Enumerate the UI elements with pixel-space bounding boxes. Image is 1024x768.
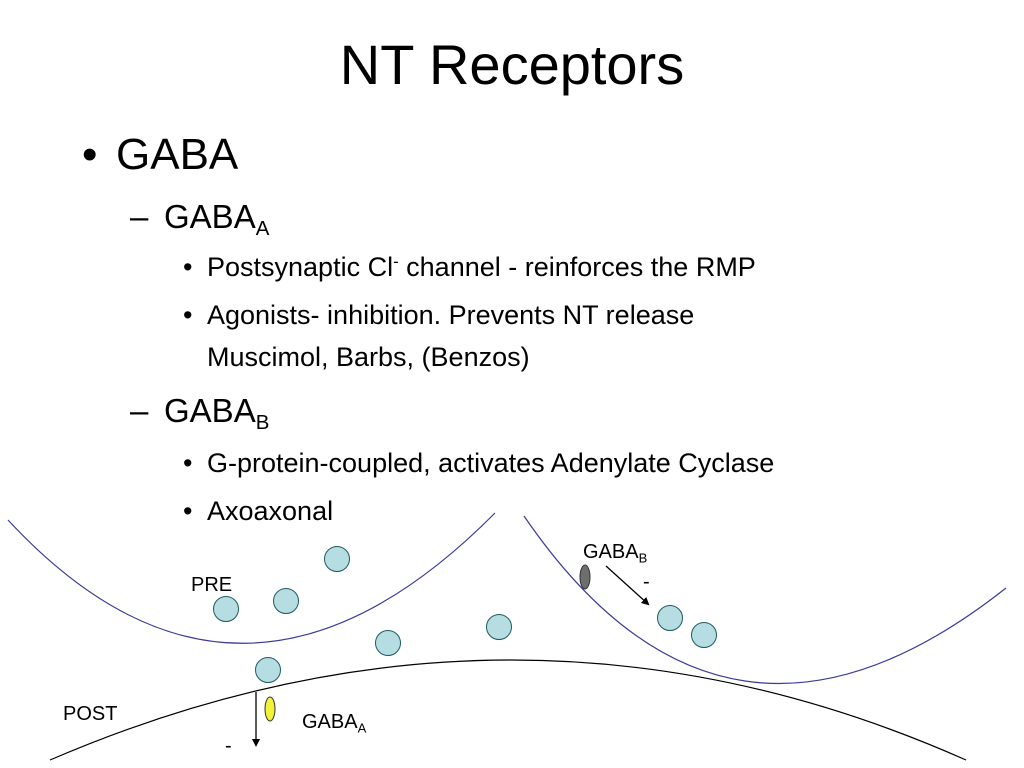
bullet-axoaxonal: • Axoaxonal	[183, 494, 333, 528]
gaba-a-diagram-subscript: A	[357, 720, 367, 736]
subheading-gaba-a: –GABAA	[130, 196, 270, 241]
bullet-g-protein: • G-protein-coupled, activates Adenylate …	[183, 446, 774, 480]
chloride-charge: -	[393, 251, 399, 271]
slide-title: NT Receptors	[339, 33, 685, 96]
presynaptic-membrane-left	[7, 512, 496, 644]
postsynaptic-text-post: channel - reinforces the RMP	[398, 252, 756, 282]
dash-marker: –	[130, 392, 149, 429]
subheading-gaba-b: –GABAB	[130, 390, 270, 435]
bullet-marker: •	[183, 300, 193, 330]
gaba-b-arrow	[605, 565, 650, 606]
axoaxonal-text: Axoaxonal	[207, 496, 334, 526]
gaba-b-diagram-label: GABAB	[583, 540, 648, 566]
bullet-gaba: • GABA	[82, 128, 238, 182]
vesicle	[255, 657, 281, 683]
post-label: POST	[63, 703, 118, 725]
dash-marker: –	[130, 198, 149, 235]
presynaptic-membrane-right	[523, 515, 1007, 685]
bullet-marker: •	[82, 130, 98, 179]
gaba-b-subscript: B	[255, 411, 270, 435]
gaba-a-diagram-text: GABA	[302, 711, 358, 733]
agonists-text-line2: Muscimol, Barbs, (Benzos)	[207, 342, 530, 372]
gaba-a-subscript: A	[255, 217, 270, 241]
vesicle-group	[213, 546, 717, 683]
bullet-marker: •	[183, 448, 193, 478]
g-protein-text: G-protein-coupled, activates Adenylate C…	[207, 448, 775, 478]
bullet-postsynaptic: • Postsynaptic Cl- channel - reinforces t…	[183, 250, 756, 284]
pre-label: PRE	[191, 574, 233, 596]
gaba-b-inhibition-sign: -	[643, 571, 650, 593]
bullet-gaba-text: GABA	[116, 130, 239, 179]
agonists-text-line1: Agonists- inhibition. Prevents NT releas…	[207, 300, 695, 330]
postsynaptic-text-pre: Postsynaptic Cl	[207, 252, 394, 282]
postsynaptic-membrane	[49, 659, 967, 761]
vesicle	[273, 588, 299, 614]
vesicle	[375, 630, 401, 656]
gaba-b-diagram-subscript: B	[638, 550, 648, 566]
bullet-marker: •	[183, 252, 193, 282]
bullet-marker: •	[183, 496, 193, 526]
gaba-b-receptor	[579, 564, 591, 590]
bullet-agonists: • Agonists- inhibition. Prevents NT relea…	[183, 298, 694, 332]
gaba-b-label: GABA	[164, 392, 256, 429]
agonists-continuation: Muscimol, Barbs, (Benzos)	[183, 340, 530, 374]
vesicle	[691, 622, 717, 648]
vesicle	[486, 614, 512, 640]
gaba-a-label: GABA	[164, 198, 256, 235]
gaba-b-diagram-text: GABA	[583, 541, 639, 563]
gaba-a-diagram-label: GABAA	[302, 710, 367, 736]
gaba-a-receptor	[264, 696, 276, 722]
vesicle	[324, 546, 350, 572]
gaba-a-inhibition-sign: -	[225, 735, 232, 757]
vesicle	[657, 605, 683, 631]
vesicle	[213, 596, 239, 622]
